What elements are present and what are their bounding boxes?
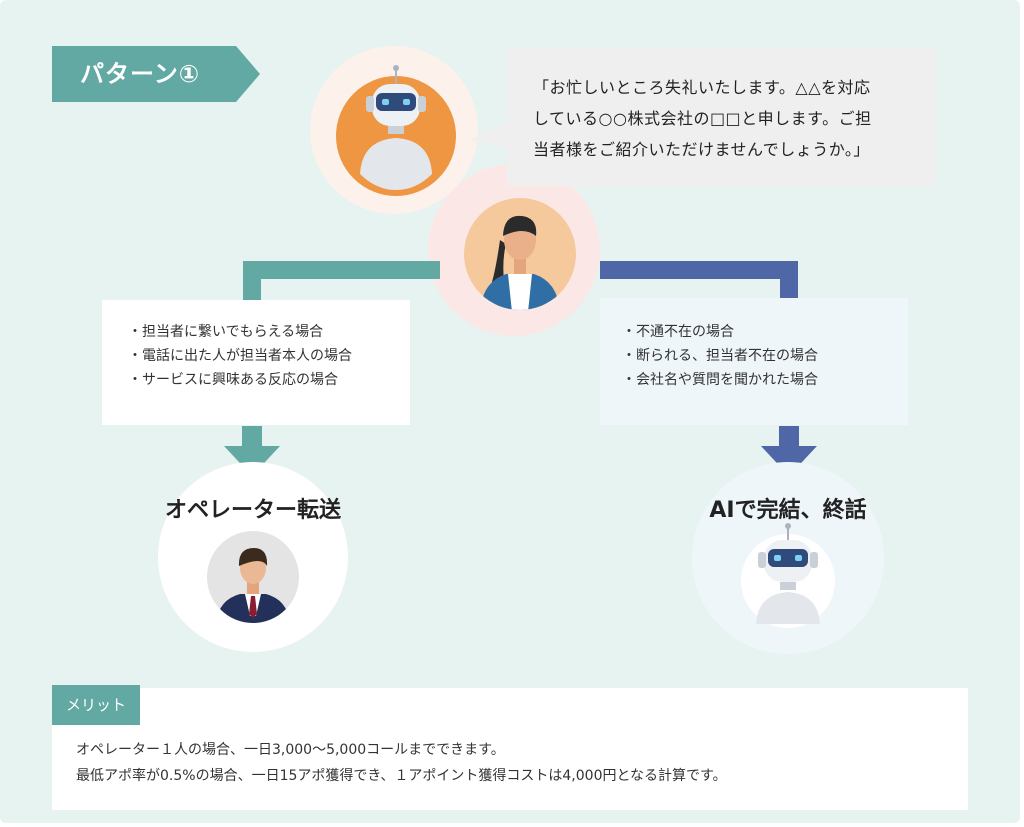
merit-line: オペレーター１人の場合、一日3,000〜5,000コールまでできます。 [76, 742, 505, 758]
list-item: ・担当者に繋いでもらえる場合 [128, 324, 324, 340]
speech-line: 「お忙しいところ失礼いたします。△△を対応 [533, 78, 871, 97]
merit-text: オペレーター１人の場合、一日3,000〜5,000コールまでできます。 最低アポ… [76, 737, 956, 789]
speech-text: 「お忙しいところ失礼いたします。△△を対応 している○○株式会社の□□と申します… [533, 72, 923, 165]
male-operator-icon [207, 531, 299, 623]
list-item: ・会社名や質問を聞かれた場合 [622, 372, 818, 388]
list-item: ・サービスに興味ある反応の場合 [128, 372, 338, 388]
merit-line: 最低アポ率が0.5%の場合、一日15アポ獲得でき、１アポイント獲得コストは4,0… [76, 768, 727, 784]
woman-receptionist-icon [464, 198, 576, 310]
merit-box [52, 688, 968, 810]
left-condition-list: ・担当者に繋いでもらえる場合 ・電話に出た人が担当者本人の場合 ・サービスに興味… [102, 300, 410, 392]
list-item: ・不通不在の場合 [622, 324, 734, 340]
robot-icon [756, 523, 820, 624]
speech-bubble [507, 48, 937, 186]
bubble-tail [470, 122, 508, 148]
banner-shape [52, 46, 260, 102]
list-item: ・電話に出た人が担当者本人の場合 [128, 348, 352, 364]
right-condition-box: ・不通不在の場合 ・断られる、担当者不在の場合 ・会社名や質問を聞かれた場合 [600, 298, 908, 425]
speech-line: している○○株式会社の□□と申します。ご担 [533, 109, 872, 128]
arrow-down-icon [224, 426, 280, 476]
right-outcome-label: AIで完結、終話 [709, 498, 867, 523]
speech-line: 当者様をご紹介いただけませんでしょうか。」 [533, 140, 870, 159]
right-condition-list: ・不通不在の場合 ・断られる、担当者不在の場合 ・会社名や質問を聞かれた場合 [600, 298, 908, 392]
list-item: ・断られる、担当者不在の場合 [622, 348, 818, 364]
merit-label: メリット [52, 685, 140, 725]
pattern-banner: パターン① [52, 46, 260, 102]
pattern-title: パターン① [80, 60, 201, 88]
left-condition-box: ・担当者に繋いでもらえる場合 ・電話に出た人が担当者本人の場合 ・サービスに興味… [102, 300, 410, 425]
arrow-down-icon [761, 426, 817, 476]
robot-icon [336, 65, 456, 196]
left-outcome-label: オペレーター転送 [164, 498, 341, 523]
